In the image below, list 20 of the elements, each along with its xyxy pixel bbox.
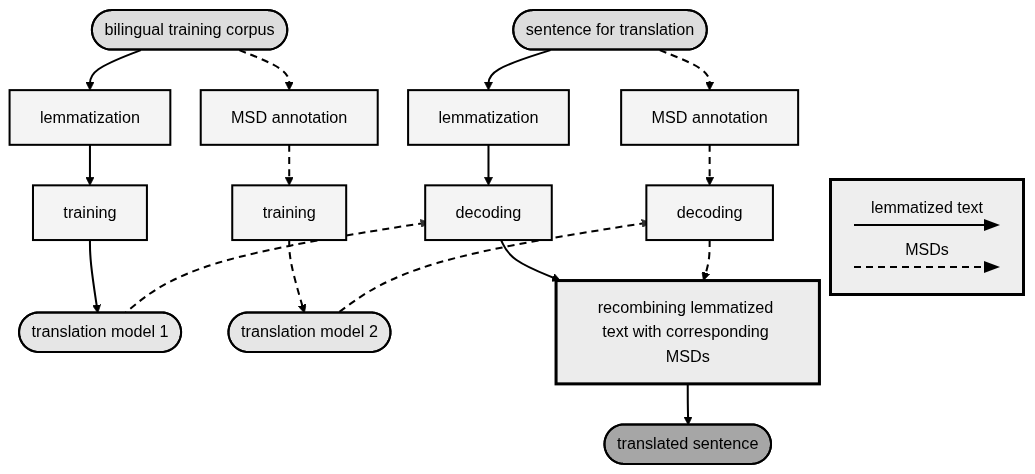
node-box: decoding <box>424 184 553 242</box>
arrow <box>659 49 715 91</box>
arrow <box>284 144 294 186</box>
node-box: training <box>31 184 148 242</box>
node-box: lemmatization <box>8 89 172 146</box>
arrow <box>85 144 95 186</box>
legend-label: lemmatized text <box>870 199 983 217</box>
arrow <box>484 144 493 186</box>
arrow <box>705 144 715 186</box>
node-box: training <box>231 184 348 242</box>
arrow <box>484 49 551 91</box>
node-box: decoding <box>645 184 774 242</box>
legend-label: MSDs <box>905 241 949 259</box>
arrow <box>85 49 142 91</box>
arrow <box>238 49 294 91</box>
node-box: recombining lemmatized text with corresponding MSDs <box>554 279 821 386</box>
node-box: MSD annotation <box>199 89 379 146</box>
node-box: MSD annotation <box>620 89 800 146</box>
node-box: lemmatization <box>407 89 570 146</box>
arrow <box>701 240 711 281</box>
